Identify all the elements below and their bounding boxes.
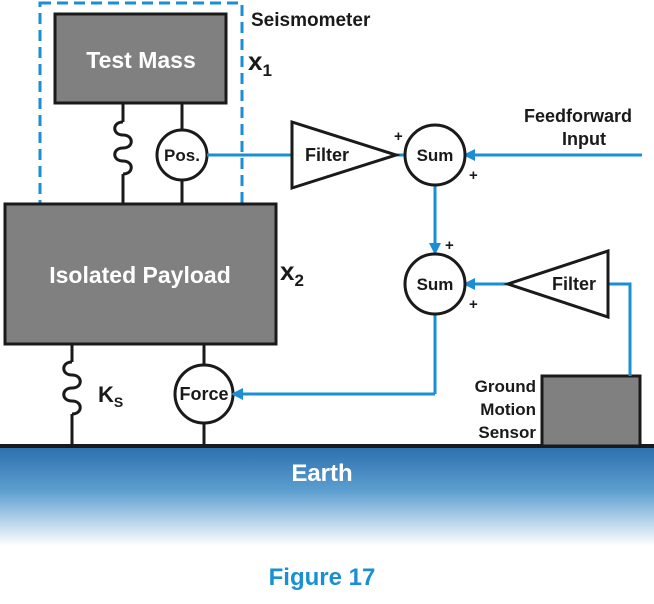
sum-top-label: Sum [417,146,454,165]
ground-motion-sensor-block [540,374,642,448]
isolated-payload-block [3,202,278,346]
sum-bottom-plus-top: + [445,237,454,254]
filter-top-label: Filter [305,145,349,165]
ground-motion-sensor-label-1: Ground [475,377,536,396]
ground-motion-sensor-label-2: Motion [480,400,536,419]
sum-top-plus-right: + [469,167,478,184]
test-mass-block [53,12,228,105]
position-sensor-label: Pos. [164,146,200,165]
isolated-payload-label: Isolated Payload [49,262,231,288]
sum-bottom-label: Sum [417,275,454,294]
sum-bottom: Sum [403,252,467,316]
earth-label: Earth [291,460,352,487]
filter-top-triangle [290,119,401,191]
spring-constant-label: KS [98,382,123,410]
filter-top: Filter [290,119,401,191]
x1-label: x1 [248,46,272,80]
wire-sensor-to-filter [608,282,632,376]
figure-caption: Figure 17 [269,564,376,591]
filter-right-triangle [503,248,610,320]
ground-motion-sensor-label-3: Sensor [478,423,536,442]
filter-right: Filter [503,248,610,320]
sum-top: Sum [403,123,467,187]
feedforward-label-1: Feedforward [524,106,632,126]
x2-label: x2 [280,256,304,290]
test-mass-label: Test Mass [86,47,196,73]
seismometer-label: Seismometer [251,10,371,31]
sum-top-plus-left: + [394,128,403,145]
earth-ground [0,446,654,546]
position-sensor: Pos. [155,103,209,204]
sum-bottom-plus-right: + [469,296,478,313]
force-actuator-label: Force [179,384,228,404]
sum-bottom-circle [403,252,467,316]
force-actuator: Force [173,344,235,446]
filter-right-label: Filter [552,274,596,294]
seismometer-spring [113,103,133,204]
ground-spring [62,344,82,446]
feedforward-label-2: Input [562,129,606,149]
sum-top-circle [403,123,467,187]
